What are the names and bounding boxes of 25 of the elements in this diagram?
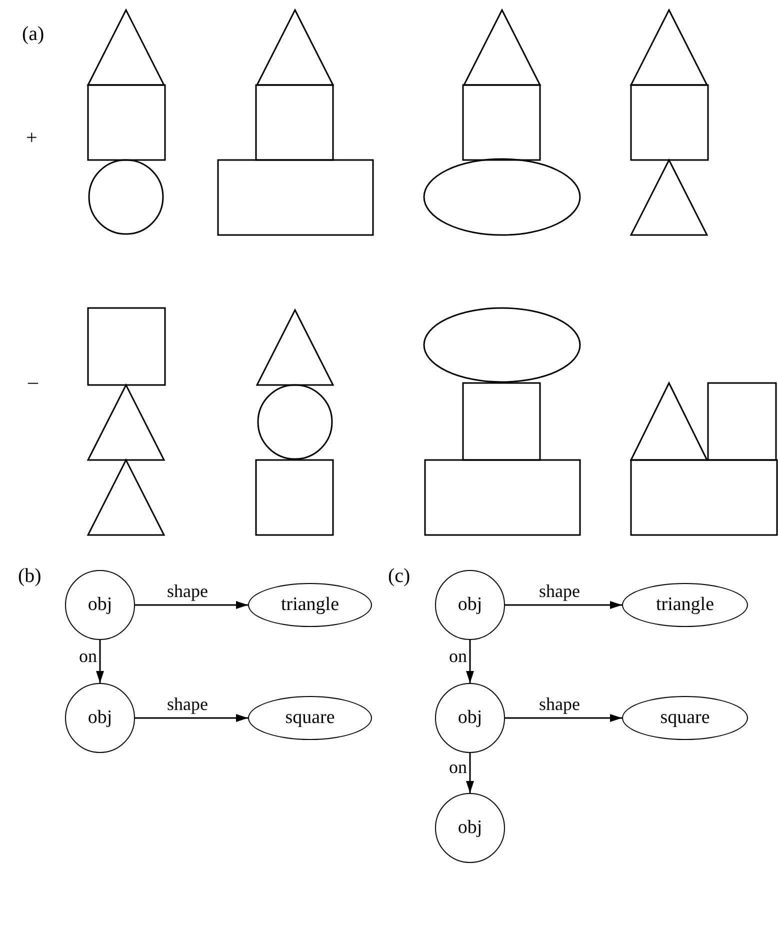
circle-node: obj <box>65 570 135 640</box>
arrow <box>135 601 248 609</box>
arrow <box>505 601 622 609</box>
arrow <box>96 640 104 683</box>
sign-label: + <box>26 128 38 148</box>
edge-label: shape <box>538 695 581 713</box>
arrow <box>505 714 622 722</box>
panel-label: (c) <box>388 566 410 586</box>
sign-label: – <box>28 372 38 392</box>
panel-label: (b) <box>18 566 42 586</box>
arrow <box>466 640 474 683</box>
edge-label: shape <box>166 582 209 600</box>
ellipse-node: square <box>248 696 372 740</box>
ellipse-node: square <box>622 696 748 740</box>
panel-label: (a) <box>22 24 44 44</box>
circle-node: obj <box>435 793 505 863</box>
arrow <box>466 753 474 793</box>
edge-label: shape <box>538 582 581 600</box>
ellipse-node: triangle <box>622 583 748 627</box>
circle-node: obj <box>435 570 505 640</box>
ellipse-node: triangle <box>248 583 372 627</box>
circle-node: obj <box>65 683 135 753</box>
edge-label: shape <box>166 695 209 713</box>
circle-node: obj <box>435 683 505 753</box>
arrow <box>135 714 248 722</box>
